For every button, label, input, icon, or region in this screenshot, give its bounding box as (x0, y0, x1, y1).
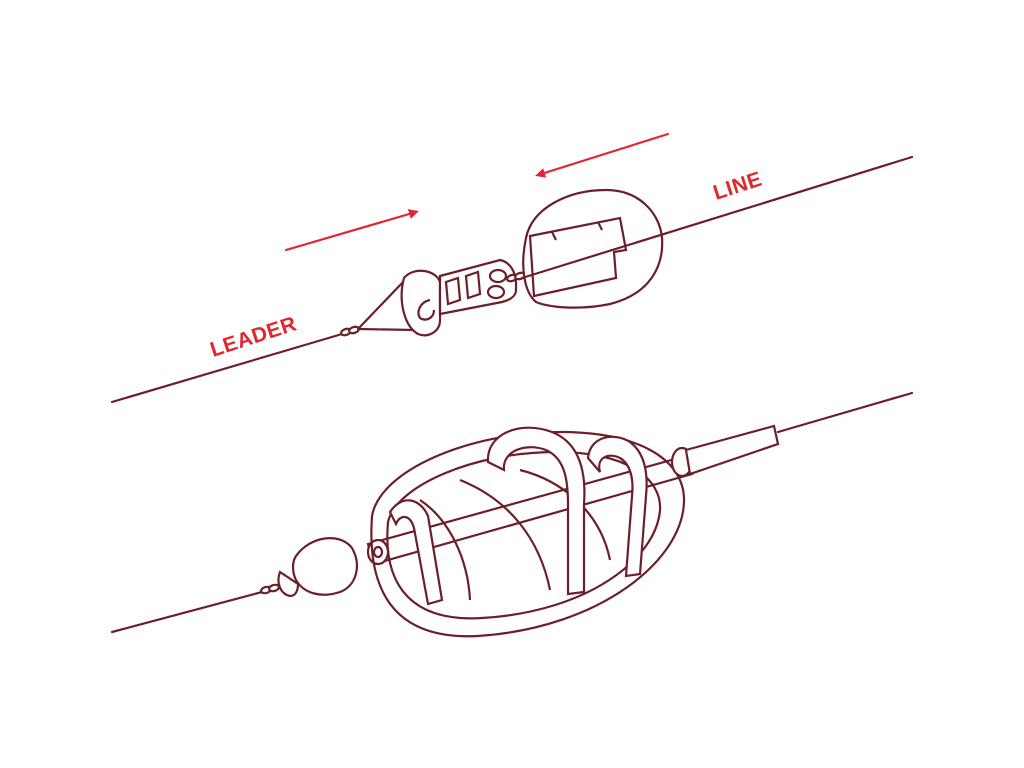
bottom-swivel (260, 583, 280, 595)
leader-line (110, 332, 344, 404)
bottom-rig (110, 391, 914, 638)
leader-label: LEADER (207, 312, 299, 361)
cage-arms (388, 426, 648, 606)
bottom-main-line (776, 391, 914, 434)
top-rig (110, 155, 914, 404)
arrow-left (535, 132, 670, 178)
direction-arrows (284, 132, 670, 252)
arrow-right (284, 209, 419, 252)
quick-change-connector (438, 258, 518, 316)
bottom-bead (277, 537, 358, 598)
feeder-end-cone (670, 424, 780, 478)
leader-loop (356, 279, 416, 332)
leader-swivel (340, 325, 360, 337)
method-feeder-top (522, 188, 664, 309)
bottom-leader-line (110, 590, 264, 634)
line-label: LINE (710, 167, 765, 204)
main-line (520, 155, 914, 280)
quick-change-bead (400, 269, 442, 337)
